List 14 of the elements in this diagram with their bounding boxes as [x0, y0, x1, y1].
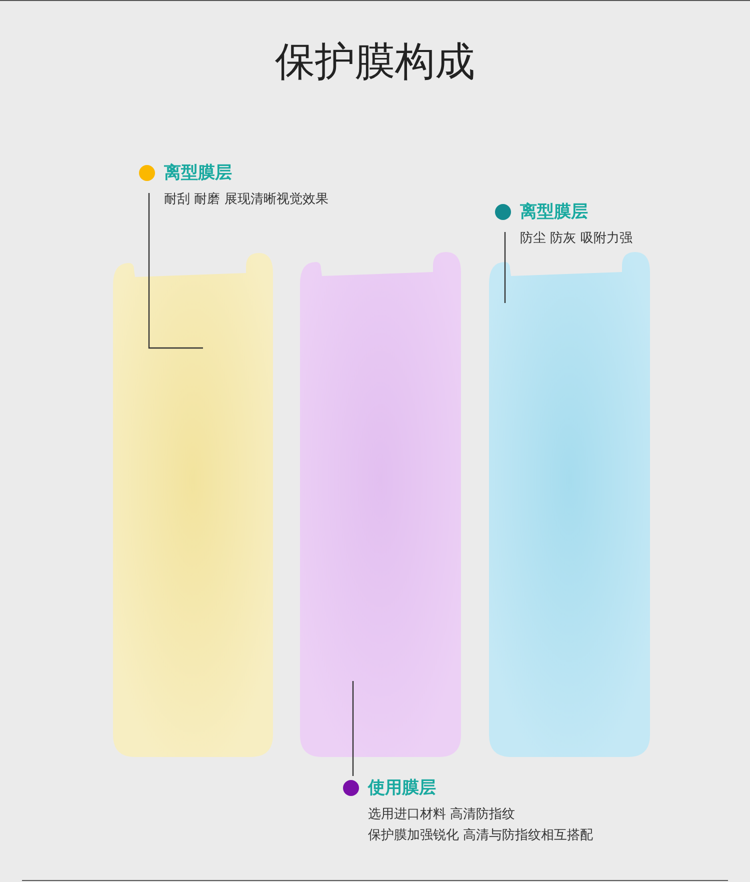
leader-line	[504, 232, 506, 303]
title: 保护膜构成	[274, 38, 476, 86]
layer-heading: 离型膜层	[520, 201, 588, 223]
layer-description: 防尘 防灰 吸附力强	[520, 230, 632, 248]
layer-description: 保护膜加强锐化 高清与防指纹相互搭配	[368, 827, 594, 845]
layer-description: 耐刮 耐磨 展现清晰视觉效果	[164, 191, 328, 209]
film-layer	[489, 252, 650, 757]
layer-heading: 离型膜层	[164, 162, 232, 184]
layer-heading: 使用膜层	[368, 777, 436, 799]
leader-line	[352, 681, 354, 776]
film-layer	[113, 253, 273, 757]
layer-description: 选用进口材料 高清防指纹	[368, 806, 516, 824]
leader-line	[148, 193, 203, 349]
film-layer	[300, 252, 461, 757]
